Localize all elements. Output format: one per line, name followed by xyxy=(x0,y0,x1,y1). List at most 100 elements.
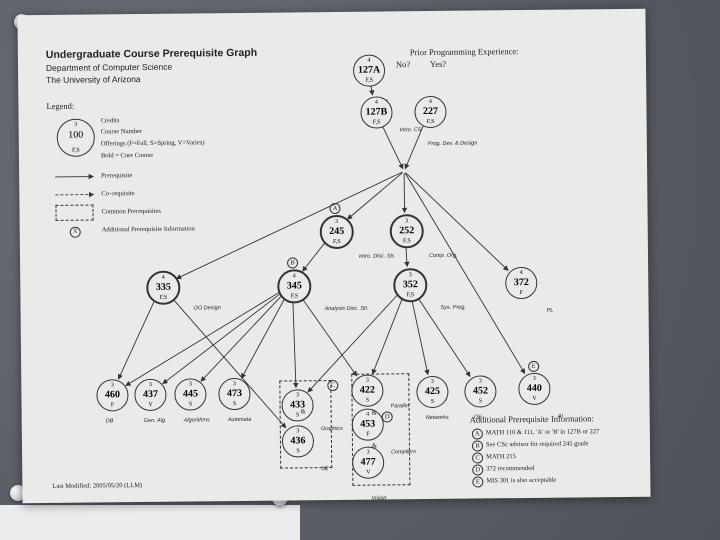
university: The University of Arizona xyxy=(46,74,141,86)
course-offerings: F,S xyxy=(406,292,415,299)
course-offerings: S xyxy=(232,401,237,408)
edge-335-436 xyxy=(170,296,287,429)
legend-common-label: Common Prerequisites xyxy=(101,207,161,216)
course-credits: 3 xyxy=(148,381,152,388)
additional-info-title: Additional Prerequisite Information: xyxy=(469,413,594,425)
course-credits: 3 xyxy=(532,375,536,382)
additional-info-text: MIS 301 is also acceptable xyxy=(486,476,557,485)
course-offerings: F,S xyxy=(402,238,411,245)
course-number: 440 xyxy=(526,382,542,394)
edge-345-460 xyxy=(125,291,280,386)
edge-352-425 xyxy=(410,297,430,376)
course-number: 445 xyxy=(182,388,198,400)
course-number: 227 xyxy=(422,105,439,118)
course-number: 452 xyxy=(472,385,488,397)
course-label-372: PL xyxy=(546,307,554,314)
course-number: 345 xyxy=(286,280,302,292)
course-credits: 3 xyxy=(408,272,412,279)
and-glyph-3: & xyxy=(371,442,378,450)
edge-345-473 xyxy=(241,297,286,379)
legend-offer: F,S xyxy=(71,147,80,154)
tag-c: C xyxy=(327,379,339,392)
course-offerings: V xyxy=(148,401,153,408)
additional-info-text: MATH 215 xyxy=(486,453,516,461)
edge-352-433 xyxy=(307,293,399,393)
course-offerings: S xyxy=(478,398,483,405)
edge-hub-372 xyxy=(405,172,509,271)
prior-experience-title: Prior Programming Experience: xyxy=(409,46,519,58)
and-glyph-1: & xyxy=(300,408,306,416)
course-label-477: Vision xyxy=(371,495,387,502)
course-label-445: Algorithms xyxy=(183,417,210,424)
department: Department of Computer Science xyxy=(45,61,173,74)
edge-345-445 xyxy=(200,295,283,382)
course-credits: 4 xyxy=(519,270,523,277)
edge-hub-245 xyxy=(347,172,403,220)
course-label-437: Gen. Alg. xyxy=(143,417,167,425)
course-number: 372 xyxy=(513,276,529,289)
course-credits: 3 xyxy=(430,378,434,385)
course-credits: 3 xyxy=(478,378,482,385)
course-number: 127B xyxy=(365,106,388,118)
tag-e: E xyxy=(528,360,540,372)
legend-sample-node: 3 100 F,S xyxy=(56,118,95,157)
course-number: 460 xyxy=(104,389,120,401)
common-prereq-box-graphics-se xyxy=(279,380,333,469)
legend-offerings-label: Offerings (F=Fall, S=Spring, V=Varies) xyxy=(100,139,205,148)
legend-title: Legend: xyxy=(46,100,75,112)
course-offerings: F,S xyxy=(372,119,381,126)
course-number: 437 xyxy=(142,388,158,401)
course-offerings: F xyxy=(519,290,524,297)
graph-edges xyxy=(55,84,526,429)
last-modified: Last Modified: 2005/05/20 (LLM) xyxy=(52,482,143,490)
additional-info-key: D xyxy=(472,464,484,476)
course-credits: 4 xyxy=(367,57,371,64)
legend-additional-label: Additional Prerequisite Information xyxy=(101,225,195,234)
course-credits: 4 xyxy=(428,98,432,105)
course-credits: 3 xyxy=(110,382,114,389)
course-number: 252 xyxy=(399,225,415,237)
edge-335-460 xyxy=(117,299,156,380)
additional-info-text: See CSc advisor for required 245 grade xyxy=(485,440,589,449)
course-label-345: Analysis Disc. Str. xyxy=(324,305,369,313)
edge-127b-hub xyxy=(381,124,404,170)
course-label-425: Networks xyxy=(425,414,449,422)
prerequisite-poster: Undergraduate Course Prerequisite Graph … xyxy=(17,8,651,504)
legend-prereq-label: Prerequisite xyxy=(101,172,133,180)
edge-352-452 xyxy=(416,295,471,378)
edge-227-hub xyxy=(404,124,425,170)
edge-hub-335 xyxy=(175,171,403,280)
legend-number: 100 xyxy=(68,129,84,141)
course-label-227: Prog. Dev. & Design xyxy=(427,140,478,148)
course-offerings: F,S xyxy=(365,77,374,84)
tag-a: A xyxy=(329,202,341,215)
course-number: 425 xyxy=(424,385,440,398)
course-credits: 3 xyxy=(188,381,192,388)
legend-number-label: Course Number xyxy=(100,128,143,136)
common-prereq-box-parallel-vision xyxy=(351,373,411,486)
course-offerings: S xyxy=(430,398,435,405)
course-number: 352 xyxy=(402,279,418,291)
course-offerings: F xyxy=(110,402,115,409)
course-credits: 4 xyxy=(161,274,165,281)
course-number: 335 xyxy=(155,281,171,293)
additional-info-key: C xyxy=(472,452,484,464)
course-offerings: F,S xyxy=(332,238,341,246)
additional-info-key: E xyxy=(472,476,484,488)
course-label-352: Sys. Prog. xyxy=(440,304,466,311)
edge-hub-440 xyxy=(404,172,526,375)
additional-info-text: 372 recommended xyxy=(486,464,535,473)
